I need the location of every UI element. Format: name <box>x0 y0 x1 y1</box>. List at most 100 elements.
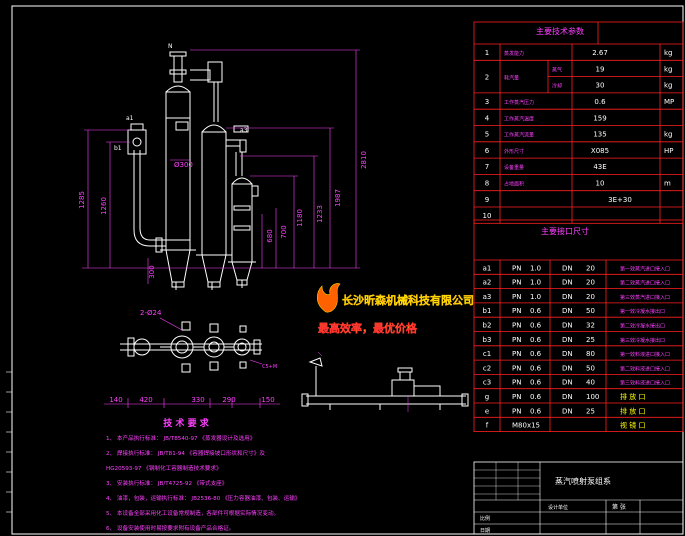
params-row-4-no: 4 <box>485 114 490 122</box>
plan-span-1: 420 <box>139 396 152 404</box>
nozzle-row-4-dv: 32 <box>586 321 595 329</box>
params-row-2-unit: kg <box>664 82 673 90</box>
nozzle-row-8-id: c3 <box>483 379 491 387</box>
nozzle-row-5-pn: PN <box>512 336 521 344</box>
column-3-body <box>231 183 253 263</box>
plan-column-1 <box>170 335 194 359</box>
title-block-date: 日期 <box>480 528 490 534</box>
params-row-5-value: 135 <box>593 131 606 139</box>
nozzle-row-5-desc: 第三效冷凝水接出口 <box>620 337 665 344</box>
params-row-1-sub: 蒸气 <box>552 66 562 73</box>
nozzle-row-11-desc: 视 镜 口 <box>620 421 645 430</box>
params-row-5-name: 工作蒸汽流量 <box>504 132 534 139</box>
nozzle-row-6-dn: DN <box>562 350 573 358</box>
nozzle-row-4-id: b2 <box>483 321 492 329</box>
params-row-2-value: 30 <box>596 82 605 90</box>
params-row-7-value: 43E <box>593 163 606 171</box>
nozzle-row-9-pv: 0.6 <box>530 393 542 401</box>
params-row-3-name: 工作蒸汽压力 <box>504 99 534 106</box>
params-row-8-unit: m <box>664 179 671 187</box>
nozzle-row-2-id: a3 <box>483 293 492 301</box>
params-row-6-name: 外形尺寸 <box>504 148 524 155</box>
params-row-6-no: 6 <box>485 147 490 155</box>
nozzle-row-1-id: a2 <box>483 279 492 287</box>
nozzle-row-8-dv: 40 <box>586 379 595 387</box>
nozzle-row-0-pn: PN <box>512 264 521 272</box>
nozzle-row-8-pv: 0.6 <box>530 379 542 387</box>
dim-h1: 2810 <box>360 151 368 169</box>
nozzle-row-5-id: b3 <box>483 336 492 344</box>
dim-h2: 1987 <box>334 189 342 207</box>
nozzle-table-title: 主要接口尺寸 <box>541 226 589 236</box>
label-top: N <box>168 43 173 50</box>
nozzle-row-4-desc: 第二效冷凝水接出口 <box>620 322 665 329</box>
params-row-4-name: 工作蒸汽温度 <box>504 115 534 122</box>
params-table-title: 主要技术参数 <box>536 26 584 36</box>
plan-column-3 <box>233 338 251 356</box>
nozzle-row-10-dv: 25 <box>586 407 595 415</box>
nozzle-row-9-desc: 排 放 口 <box>620 392 645 401</box>
nozzle-row-7-dn: DN <box>562 364 573 372</box>
nozzle-row-3-dv: 50 <box>586 307 595 315</box>
nozzle-row-8-pn: PN <box>512 379 521 387</box>
dim-d1: Ø300 <box>174 161 193 169</box>
technical-notes: 技 术 要 求 1、 本产品执行标准： JB/T8540-97 《蒸发器设计及选… <box>106 417 300 532</box>
nozzle-row-0-dn: DN <box>562 264 573 272</box>
nozzle-row-9-dn: DN <box>562 393 573 401</box>
nozzle-row-2-pv: 1.0 <box>530 293 541 301</box>
params-row-3-no: 3 <box>485 98 489 106</box>
nozzle-row-2-dn: DN <box>562 293 573 301</box>
nozzle-row-11-pn: M80x15 <box>512 422 540 430</box>
elevation-dimensions <box>82 49 360 284</box>
params-row-0-unit: kg <box>664 49 673 57</box>
params-row-5-unit: kg <box>664 131 673 139</box>
params-row-1-value: 19 <box>596 65 605 73</box>
company-name: 长沙昕森机械科技有限公司 <box>342 293 474 307</box>
title-block-sheet: 第 张 <box>612 503 626 511</box>
title-block: 蒸汽喷射泵组系 设计单位 第 张 比例 日期 <box>473 461 684 535</box>
params-row-6-unit: HP <box>664 147 674 155</box>
plan-column-2 <box>203 336 225 358</box>
nozzle-row-6-pn: PN <box>512 350 521 358</box>
dim-h6: 1260 <box>100 197 108 215</box>
elevation-view <box>127 51 259 290</box>
plan-side-label: C5+M <box>262 364 277 370</box>
side-view-marks <box>317 351 409 412</box>
elevation-dim-labels: 2810 1987 1233 1180 1285 1260 700 680 30… <box>78 151 368 279</box>
nozzle-row-1-pn: PN <box>512 279 521 287</box>
params-row-1-name: 耗汽量 <box>504 75 519 82</box>
nozzle-row-6-id: c1 <box>483 350 491 358</box>
nozzle-row-7-id: c2 <box>483 364 491 372</box>
nozzle-row-3-pn: PN <box>512 307 521 315</box>
params-row-1-unit: kg <box>664 65 673 73</box>
nozzle-row-1-desc: 第二效蒸汽进口接入口 <box>620 280 670 287</box>
nozzle-row-10-pv: 0.6 <box>530 407 542 415</box>
nozzle-row-0-desc: 第一效蒸汽进口接入口 <box>620 265 670 272</box>
nozzle-row-0-dv: 20 <box>586 264 595 272</box>
nozzle-row-5-pv: 0.6 <box>530 336 542 344</box>
notes-heading: 技 术 要 求 <box>163 417 209 429</box>
plan-hole: 2-Ø24 <box>140 309 162 317</box>
nozzle-row-7-desc: 第二效料液进口接入口 <box>620 365 670 372</box>
nozzle-row-2-dv: 20 <box>586 293 595 301</box>
nozzle-row-10-dn: DN <box>562 407 573 415</box>
params-row-7-name: 设备重量 <box>504 164 524 171</box>
dim-h4: 1180 <box>296 209 304 227</box>
nozzle-row-2-pn: PN <box>512 293 521 301</box>
params-row-4-value: 159 <box>593 114 606 122</box>
params-row-7-no: 7 <box>485 163 489 171</box>
nozzle-row-7-pv: 0.6 <box>530 364 542 372</box>
nozzle-row-7-dv: 50 <box>586 364 595 372</box>
nozzle-row-1-pv: 1.0 <box>530 279 541 287</box>
nozzle-row-11-id: f <box>486 422 489 430</box>
side-view <box>301 357 469 410</box>
nozzle-row-5-dv: 25 <box>586 336 595 344</box>
note-item-2: HG20593-97 《钢制化工容器制造技术要求》 <box>106 464 222 472</box>
nozzle-row-3-id: b1 <box>483 307 492 315</box>
params-row-0-no: 1 <box>485 49 489 57</box>
nozzle-row-10-id: e <box>485 407 489 415</box>
params-row-2-sub: 冷却 <box>552 83 562 90</box>
